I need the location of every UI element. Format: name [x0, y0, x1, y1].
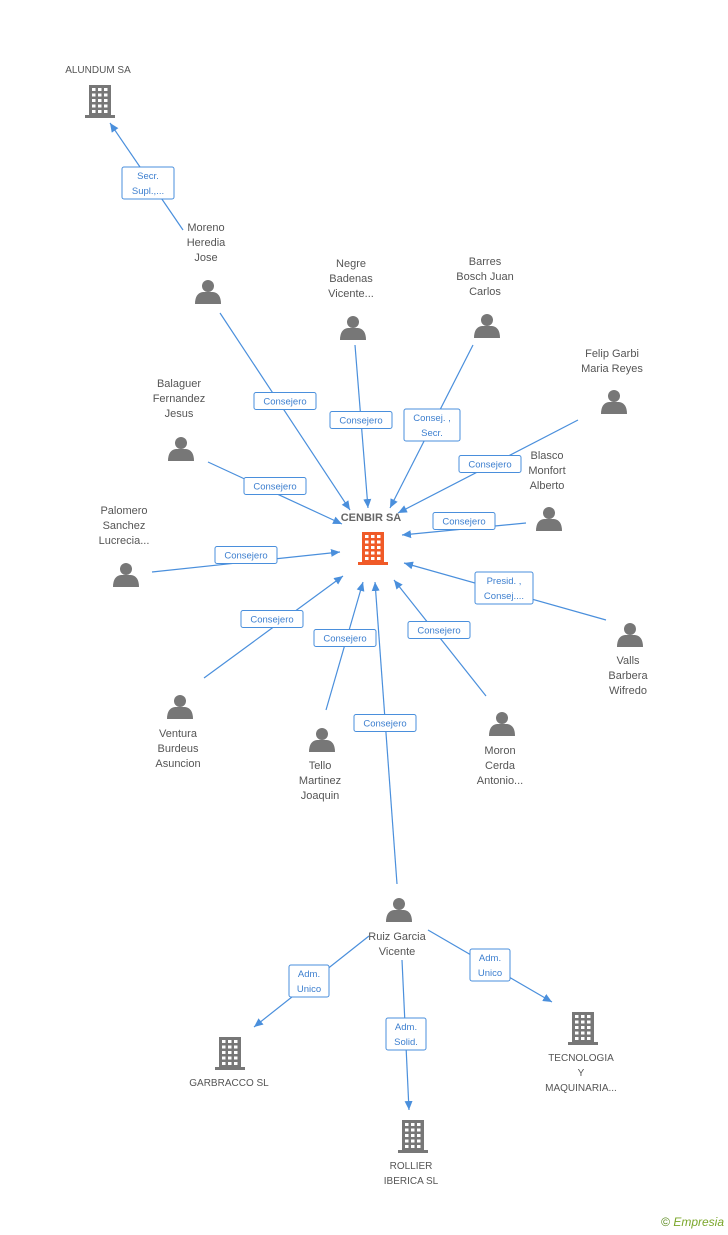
relation-label-text: Presid. ,Consej....: [484, 576, 524, 602]
relation-label-text: Consejero: [253, 482, 296, 493]
relation-label-barres-cenbir[interactable]: Consej. ,Secr.: [403, 408, 461, 442]
relation-label-felip-cenbir[interactable]: Consejero: [458, 455, 522, 473]
relation-label-text: Adm.Unico: [478, 953, 502, 979]
relation-label-moreno-alundum[interactable]: Secr.Supl.,...: [121, 166, 175, 200]
company-rollier-building-icon: [398, 1120, 428, 1153]
relation-label-text: Secr.Supl.,...: [132, 171, 164, 197]
relation-label-text: Consejero: [339, 416, 382, 427]
relation-label-moreno-cenbir[interactable]: Consejero: [253, 392, 317, 410]
relation-label-ruiz-cenbir[interactable]: Consejero: [353, 714, 417, 732]
relation-label-tello-cenbir[interactable]: Consejero: [313, 629, 377, 647]
company-garbracco-name: GARBRACCO SL: [189, 1078, 269, 1089]
person-blasco-person-icon: [536, 507, 562, 531]
relation-label-palomero-cenbir[interactable]: Consejero: [214, 546, 278, 564]
relation-label-balaguer-cenbir[interactable]: Consejero: [243, 477, 307, 495]
person-valls-person-icon: [617, 623, 643, 647]
watermark: © Empresia: [661, 1215, 724, 1229]
edge-ruiz-cenbir: [371, 581, 398, 885]
company-tecnologia-building-icon: [568, 1012, 598, 1045]
person-tello-person-icon: [309, 728, 335, 752]
person-ventura-person-icon: [167, 695, 193, 719]
relation-label-negre-cenbir[interactable]: Consejero: [329, 411, 393, 429]
relation-label-blasco-cenbir[interactable]: Consejero: [432, 512, 496, 530]
person-felip-person-icon: [601, 390, 627, 414]
edges-layer: [109, 122, 607, 1111]
company-alundum-building-icon: [85, 85, 115, 118]
relation-label-ruiz-rollier[interactable]: Adm.Solid.: [385, 1017, 427, 1051]
relation-label-ruiz-tecnologia[interactable]: Adm.Unico: [469, 948, 511, 982]
person-balaguer-person-icon: [168, 437, 194, 461]
relation-label-text: Consejero: [323, 634, 366, 645]
edge-moreno-cenbir: [219, 312, 351, 511]
relation-label-ruiz-garbracco[interactable]: Adm.Unico: [288, 964, 330, 998]
person-barres-person-icon: [474, 314, 500, 338]
relation-label-text: Consejero: [442, 517, 485, 528]
relation-label-text: Consejero: [468, 460, 511, 471]
copyright-symbol: ©: [661, 1215, 670, 1229]
relation-label-text: Adm.Unico: [297, 969, 321, 995]
company-garbracco-building-icon: [215, 1037, 245, 1070]
person-moron-person-icon: [489, 712, 515, 736]
person-moreno-person-icon: [195, 280, 221, 304]
person-ruiz-person-icon: [386, 898, 412, 922]
relation-label-valls-cenbir[interactable]: Presid. ,Consej....: [474, 571, 534, 605]
center-company-name: CENBIR SA: [341, 512, 402, 524]
person-palomero-person-icon: [113, 563, 139, 587]
relation-label-moron-cenbir[interactable]: Consejero: [407, 621, 471, 639]
relation-label-text: Consejero: [263, 397, 306, 408]
relation-label-text: Consej. ,Secr.: [413, 413, 451, 439]
relation-label-text: Consejero: [250, 615, 293, 626]
person-negre-person-icon: [340, 316, 366, 340]
relation-label-text: Adm.Solid.: [394, 1022, 418, 1048]
company-alundum-name: ALUNDUM SA: [65, 65, 131, 76]
relation-label-text: Consejero: [224, 551, 267, 562]
brand-name: Empresia: [673, 1215, 724, 1229]
relation-label-text: Consejero: [417, 626, 460, 637]
relation-label-text: Consejero: [363, 719, 406, 730]
center-company-building-icon: [358, 532, 388, 565]
relation-label-ventura-cenbir[interactable]: Consejero: [240, 610, 304, 628]
